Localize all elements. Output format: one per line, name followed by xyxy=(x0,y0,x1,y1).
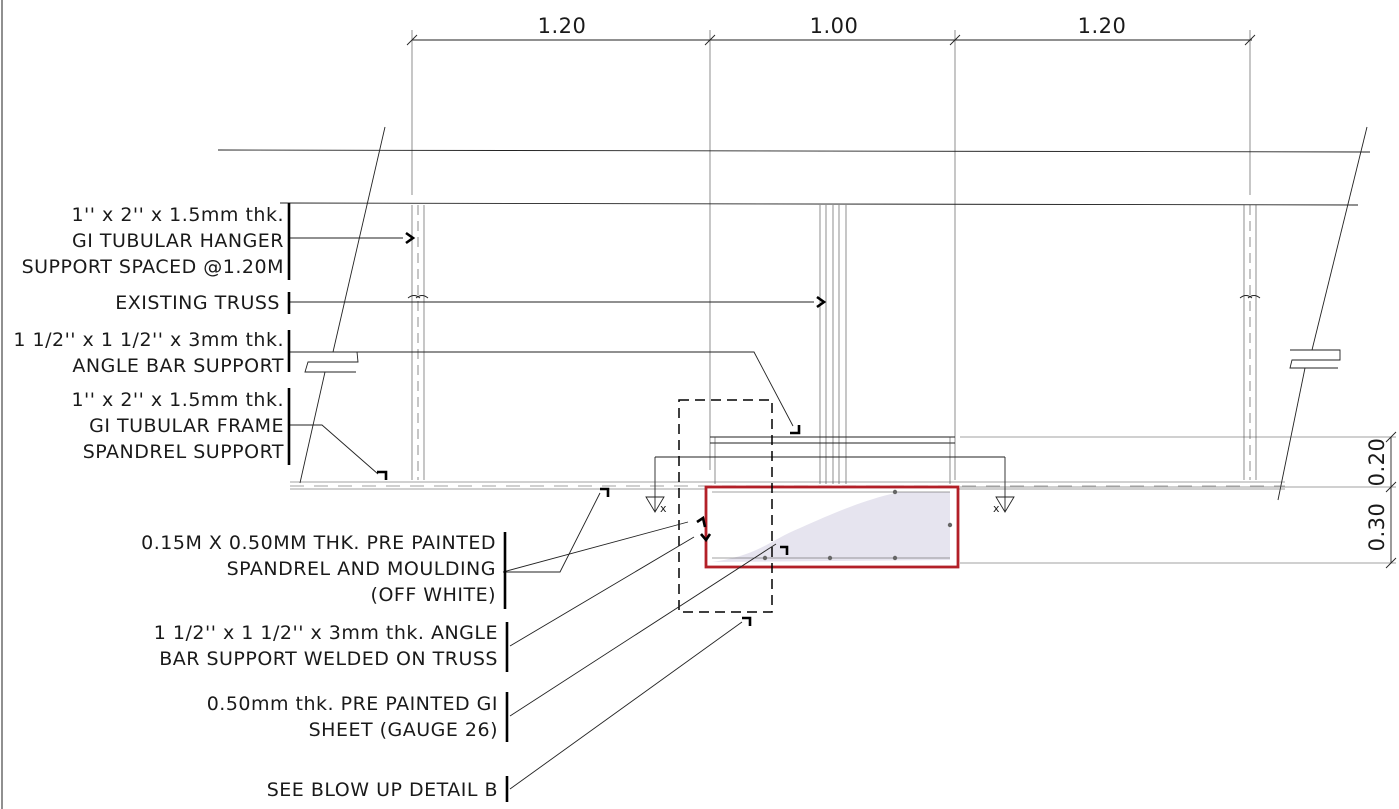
svg-text:BAR SUPPORT WELDED ON TRUSS: BAR SUPPORT WELDED ON TRUSS xyxy=(159,648,498,670)
svg-text:EXISTING TRUSS: EXISTING TRUSS xyxy=(115,292,280,314)
leader-arrowheads xyxy=(377,231,827,626)
svg-text:x: x xyxy=(660,502,667,515)
detail-callout-box xyxy=(678,399,773,613)
svg-text:GI TUBULAR HANGER: GI TUBULAR HANGER xyxy=(72,230,284,252)
spandrel-highlight xyxy=(704,485,960,569)
label-existing-truss: EXISTING TRUSS xyxy=(115,292,291,314)
label-pre-painted-spandrel: 0.15M X 0.50MM THK. PRE PAINTED SPANDREL… xyxy=(141,532,507,609)
svg-text:ANGLE BAR SUPPORT: ANGLE BAR SUPPORT xyxy=(72,355,284,377)
roof-lines xyxy=(217,149,1371,206)
leader-lines xyxy=(290,237,814,790)
svg-text:1 1/2'' x 1 1/2'' x 3mm thk. A: 1 1/2'' x 1 1/2'' x 3mm thk. ANGLE xyxy=(154,622,498,644)
section-marker-left: x xyxy=(645,484,667,515)
svg-text:x: x xyxy=(993,502,1000,515)
svg-text:SHEET (GAUGE 26): SHEET (GAUGE 26) xyxy=(309,719,498,741)
right-dimension-chain: 0.20 0.30 xyxy=(960,431,1397,569)
dimension-0-30: 0.30 xyxy=(1365,503,1389,552)
frame-support xyxy=(654,436,1006,484)
svg-text:0.15M X 0.50MM THK. PRE PAINTE: 0.15M X 0.50MM THK. PRE PAINTED xyxy=(141,532,496,554)
svg-text:1'' x 2'' x 1.5mm thk.: 1'' x 2'' x 1.5mm thk. xyxy=(71,204,284,226)
svg-text:SUPPORT SPACED @1.20M: SUPPORT SPACED @1.20M xyxy=(22,256,284,278)
svg-text:0.50mm thk. PRE PAINTED GI: 0.50mm thk. PRE PAINTED GI xyxy=(207,693,498,715)
hangers xyxy=(407,205,1261,480)
label-gi-tubular-hanger: 1'' x 2'' x 1.5mm thk. GI TUBULAR HANGER… xyxy=(22,203,291,280)
angle-bar-size-text: 1 1/2'' x 1 1/2'' x 3mm thk. xyxy=(13,329,284,351)
svg-text:SEE BLOW UP DETAIL B: SEE BLOW UP DETAIL B xyxy=(267,779,498,801)
dimension-0-20: 0.20 xyxy=(1365,438,1389,487)
svg-text:GI TUBULAR FRAME: GI TUBULAR FRAME xyxy=(89,415,284,437)
top-dimension-chain: 1.20 1.00 1.20 xyxy=(406,14,1256,480)
svg-text:SPANDREL AND MOULDING: SPANDREL AND MOULDING xyxy=(227,558,496,580)
dimension-1-00: 1.00 xyxy=(810,14,859,38)
break-lines xyxy=(299,126,1368,501)
svg-text:1'' x 2'' x 1.5mm thk.: 1'' x 2'' x 1.5mm thk. xyxy=(71,389,284,411)
label-angle-bar-support: 1 1/2'' x 1 1/2'' x 3mm thk. ANGLE BAR S… xyxy=(13,329,291,377)
label-angle-bar-welded: 1 1/2'' x 1 1/2'' x 3mm thk. ANGLE BAR S… xyxy=(154,622,509,672)
dimension-1-20-right: 1.20 xyxy=(1078,14,1127,38)
dimension-1-20-left: 1.20 xyxy=(538,14,587,38)
existing-truss xyxy=(819,205,847,484)
label-gi-tubular-frame: 1'' x 2'' x 1.5mm thk. GI TUBULAR FRAME … xyxy=(71,388,291,465)
label-blow-up-detail: SEE BLOW UP DETAIL B xyxy=(267,776,509,802)
label-gi-sheet: 0.50mm thk. PRE PAINTED GI SHEET (GAUGE … xyxy=(207,692,509,742)
svg-text:SPANDREL SUPPORT: SPANDREL SUPPORT xyxy=(83,441,284,463)
svg-text:(OFF WHITE): (OFF WHITE) xyxy=(371,584,496,606)
section-marker-right: x xyxy=(993,484,1015,515)
